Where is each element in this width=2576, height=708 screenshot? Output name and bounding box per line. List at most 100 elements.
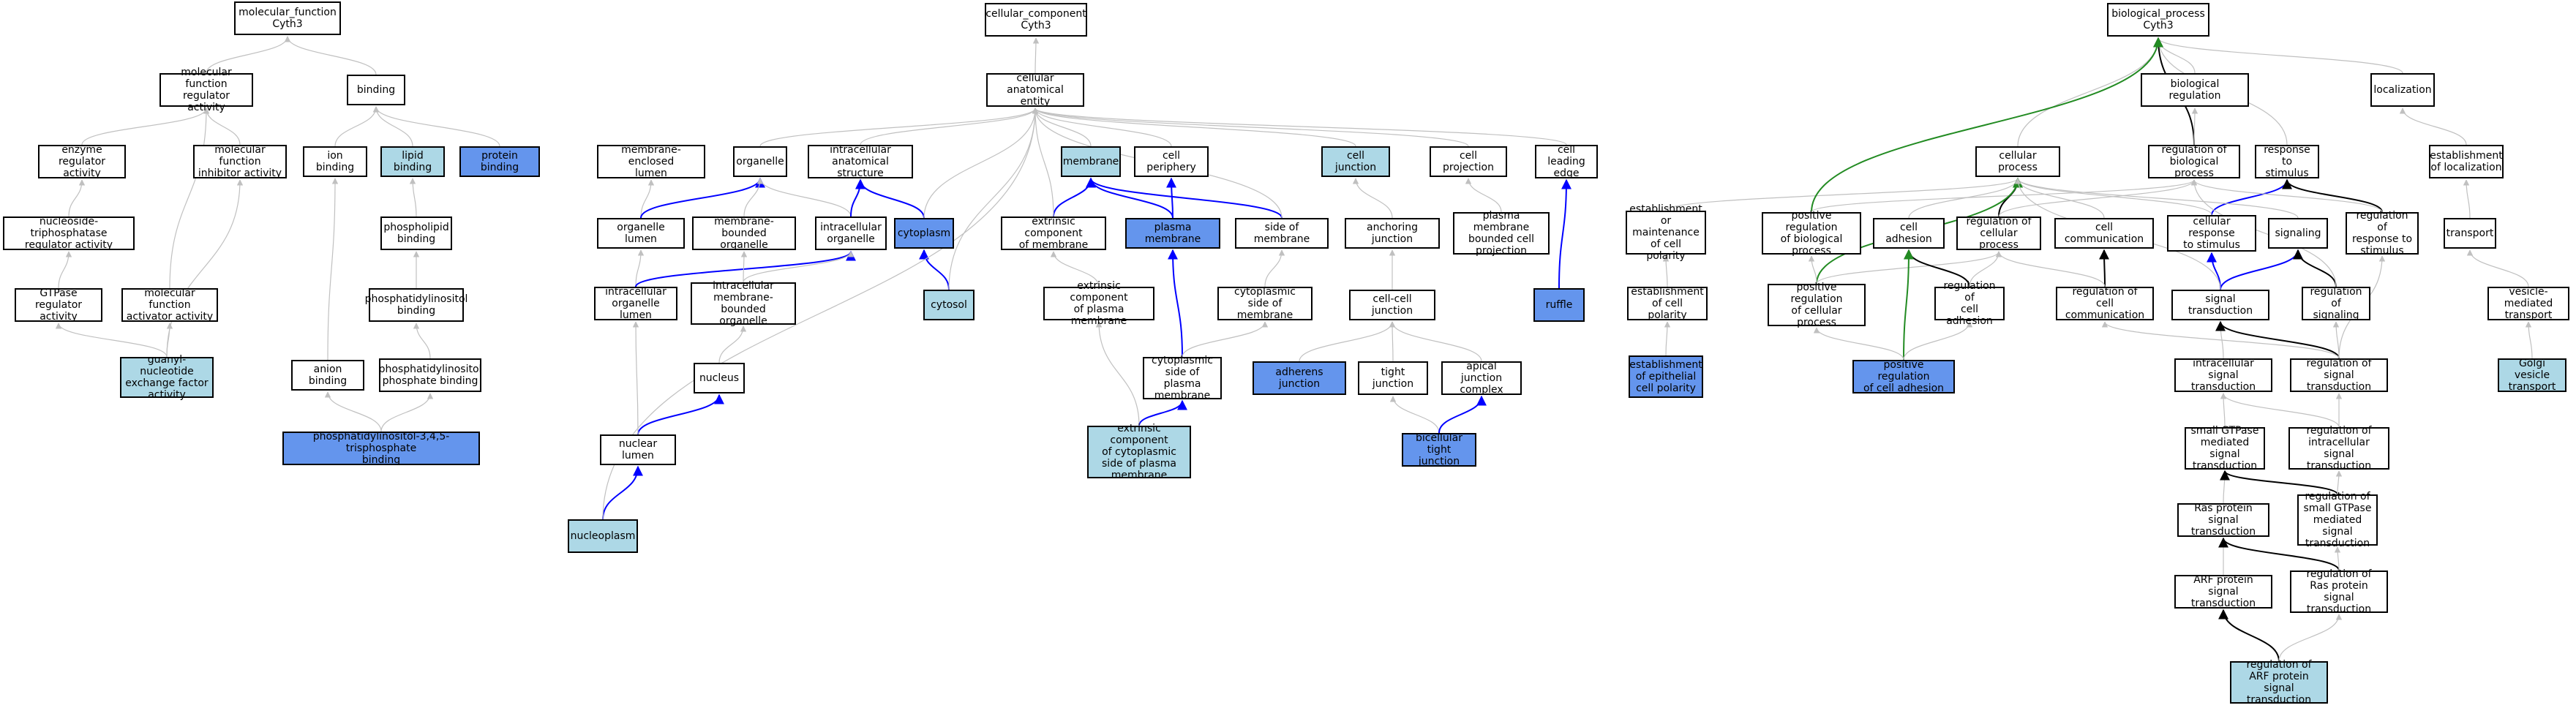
node-cell_resp_stim[interactable]: cellular response to stimulus xyxy=(2167,215,2256,252)
node-transport[interactable]: transport xyxy=(2444,218,2496,249)
node-plasma_membrane[interactable]: plasma membrane xyxy=(1125,218,1220,249)
edge-tight_junction-to-cell_cell_junction xyxy=(1389,321,1396,362)
node-organelle[interactable]: organelle xyxy=(733,146,787,177)
node-reg_small_gtpase[interactable]: regulation of small GTPase mediated sign… xyxy=(2297,491,2378,549)
edge-organelle_lumen-to-organelle xyxy=(640,177,765,219)
node-pm_projection[interactable]: plasma membrane bounded cell projection xyxy=(1453,210,1550,257)
node-reg_signal_trans[interactable]: regulation of signal transduction xyxy=(2290,358,2388,393)
node-leading_edge[interactable]: cell leading edge xyxy=(1535,144,1598,179)
node-binding[interactable]: binding xyxy=(347,75,405,105)
node-pos_reg_bio[interactable]: positive regulation of biological proces… xyxy=(1762,210,1861,257)
node-mf_inhib[interactable]: molecular function inhibitor activity xyxy=(193,144,287,179)
node-iol[interactable]: intracellular organelle lumen xyxy=(594,286,677,321)
node-lipid_binding[interactable]: lipid binding xyxy=(380,146,445,177)
node-reg_cell_adh[interactable]: regulation of cell adhesion xyxy=(1934,280,2005,327)
edge-anion_binding-to-ion_binding xyxy=(327,178,339,361)
edge-pos_reg_cell_adh-to-reg_cell_adh xyxy=(1903,321,1973,361)
edge-intra_organelle-to-organelle xyxy=(756,178,852,217)
node-anion_binding[interactable]: anion binding xyxy=(291,360,364,391)
edge-guanyl-to-gtpase_reg xyxy=(55,323,168,358)
node-mbo[interactable]: membrane-bounded organelle xyxy=(692,216,796,251)
edge-reg_signal_trans-to-reg_cell_comm xyxy=(2101,321,2340,359)
node-cell_projection[interactable]: cell projection xyxy=(1430,146,1507,177)
node-mf_root[interactable]: molecular_function Cyth3 xyxy=(234,1,341,35)
edge-ext_comp_cyto_pm-to-ext_comp_pm xyxy=(1095,321,1140,426)
node-organelle_lumen[interactable]: organelle lumen xyxy=(597,218,685,249)
node-signal_trans[interactable]: signal transduction xyxy=(2171,290,2269,320)
node-pos_reg_cell_adh[interactable]: positive regulation of cell adhesion xyxy=(1852,359,1955,394)
node-golgi_vesicle[interactable]: Golgi vesicle transport xyxy=(2498,358,2566,393)
node-ras_signal[interactable]: Ras protein signal transduction xyxy=(2177,502,2269,538)
node-enzyme_reg[interactable]: enzyme regulator activity xyxy=(38,144,126,179)
node-pi_binding[interactable]: phosphatidylinositol binding xyxy=(365,288,467,322)
node-reg_cell_proc[interactable]: regulation of cellular process xyxy=(1956,216,2041,251)
node-reg_intra_signal[interactable]: regulation of intracellular signal trans… xyxy=(2288,425,2389,472)
node-side_mem[interactable]: side of membrane xyxy=(1235,218,1329,249)
node-cc_root[interactable]: cellular_component Cyth3 xyxy=(985,3,1087,37)
node-anchoring_junction[interactable]: anchoring junction xyxy=(1345,218,1440,249)
node-mf_activator[interactable]: molecular function activator activity xyxy=(121,287,218,323)
node-membrane[interactable]: membrane xyxy=(1061,146,1121,177)
node-ntp_reg[interactable]: nucleoside-triphosphatase regulator acti… xyxy=(3,216,135,251)
node-cytoplasm[interactable]: cytoplasm xyxy=(894,218,954,249)
node-cell_cell_junction[interactable]: cell-cell junction xyxy=(1349,290,1435,320)
node-bicellular_tight[interactable]: bicellular tight junction xyxy=(1402,432,1476,467)
node-cell_periphery[interactable]: cell periphery xyxy=(1134,146,1209,177)
edge-plasma_membrane-to-cell_periphery xyxy=(1166,177,1177,219)
node-mem_enclosed_lumen[interactable]: membrane-enclosed lumen xyxy=(597,144,705,179)
node-imbo[interactable]: intracellular membrane-bounded organelle xyxy=(691,280,796,327)
node-ion_binding[interactable]: ion binding xyxy=(303,146,367,177)
node-pip_binding[interactable]: phosphatidylinositol phosphate binding xyxy=(379,358,481,392)
node-est_loc[interactable]: establishment of localization xyxy=(2429,145,2504,178)
node-resp_stim[interactable]: response to stimulus xyxy=(2255,144,2319,179)
node-ruffle[interactable]: ruffle xyxy=(1533,288,1585,322)
node-ext_comp_cyto_pm[interactable]: extrinsic component of cytoplasmic side … xyxy=(1087,423,1191,481)
node-cyto_side_mem[interactable]: cytoplasmic side of membrane xyxy=(1217,286,1313,321)
node-cellular_process[interactable]: cellular process xyxy=(1975,146,2060,177)
node-reg_cell_comm[interactable]: regulation of cell communication xyxy=(2056,286,2154,321)
node-est_polarity[interactable]: establishment of cell polarity xyxy=(1627,286,1708,321)
node-reg_arf[interactable]: regulation of ARF protein signal transdu… xyxy=(2230,659,2328,706)
node-reg_bio_proc[interactable]: regulation of biological process xyxy=(2148,144,2240,179)
node-cell_adhesion[interactable]: cell adhesion xyxy=(1873,218,1945,249)
node-bio_reg[interactable]: biological regulation xyxy=(2141,73,2249,107)
node-reg_resp_stim[interactable]: regulation of response to stimulus xyxy=(2346,210,2419,257)
node-est_epi_polarity[interactable]: establishment of epithelial cell polarit… xyxy=(1629,355,1703,398)
node-arf_signal[interactable]: ARF protein signal transduction xyxy=(2174,574,2272,609)
node-reg_signaling[interactable]: regulation of signaling xyxy=(2302,286,2370,321)
node-reg_ras[interactable]: regulation of Ras protein signal transdu… xyxy=(2290,568,2388,615)
node-small_gtpase[interactable]: small GTPase mediated signal transductio… xyxy=(2185,425,2265,472)
node-nucleus[interactable]: nucleus xyxy=(694,363,745,393)
node-tight_junction[interactable]: tight junction xyxy=(1358,361,1428,395)
node-nuclear_lumen[interactable]: nuclear lumen xyxy=(600,434,676,465)
node-phospholipid_binding[interactable]: phospholipid binding xyxy=(380,216,452,250)
node-ias[interactable]: intracellular anatomical structure xyxy=(808,144,913,179)
node-cell_junction[interactable]: cell junction xyxy=(1321,146,1390,177)
node-intra_signal[interactable]: intracellular signal transduction xyxy=(2174,358,2272,393)
edge-vesicle_transport-to-transport xyxy=(2466,249,2529,287)
node-vesicle_transport[interactable]: vesicle-mediated transport xyxy=(2487,286,2569,321)
node-protein_binding[interactable]: protein binding xyxy=(459,146,540,177)
node-localization[interactable]: localization xyxy=(2370,73,2435,107)
node-intra_organelle[interactable]: intracellular organelle xyxy=(815,216,887,250)
node-ext_comp_pm[interactable]: extrinsic component of plasma membrane xyxy=(1043,280,1154,327)
node-adherens[interactable]: adherens junction xyxy=(1253,361,1346,395)
node-guanyl[interactable]: guanyl-nucleotide exchange factor activi… xyxy=(120,354,214,401)
node-pos_reg_cell_proc[interactable]: positive regulation of cellular process xyxy=(1768,282,1866,328)
node-gtpase_reg[interactable]: GTPase regulator activity xyxy=(15,287,102,323)
node-cyto_side_pm[interactable]: cytoplasmic side of plasma membrane xyxy=(1143,355,1222,402)
node-cae[interactable]: cellular anatomical entity xyxy=(986,72,1084,108)
node-apical_junction[interactable]: apical junction complex xyxy=(1441,361,1522,396)
node-cytosol[interactable]: cytosol xyxy=(923,290,975,320)
node-pip3_binding[interactable]: phosphatidylinositol-3,4,5-trisphosphate… xyxy=(282,431,480,466)
node-ext_comp_mem[interactable]: extrinsic component of membrane xyxy=(1001,216,1106,251)
node-bp_root[interactable]: biological_process Cyth3 xyxy=(2107,3,2209,37)
node-cell_comm[interactable]: cell communication xyxy=(2054,218,2154,249)
node-mf_reg[interactable]: molecular function regulator activity xyxy=(159,67,253,113)
node-nucleoplasm[interactable]: nucleoplasm xyxy=(568,519,638,553)
edge-nucleoplasm-to-nuclear_lumen xyxy=(602,465,643,520)
edge-cell_junction-to-cae xyxy=(1032,108,1356,147)
edge-cell_adhesion-to-cellular_process xyxy=(1908,178,2021,219)
node-est_maint_polarity[interactable]: establishment or maintenance of cell pol… xyxy=(1626,203,1706,262)
node-signaling[interactable]: signaling xyxy=(2268,218,2328,249)
